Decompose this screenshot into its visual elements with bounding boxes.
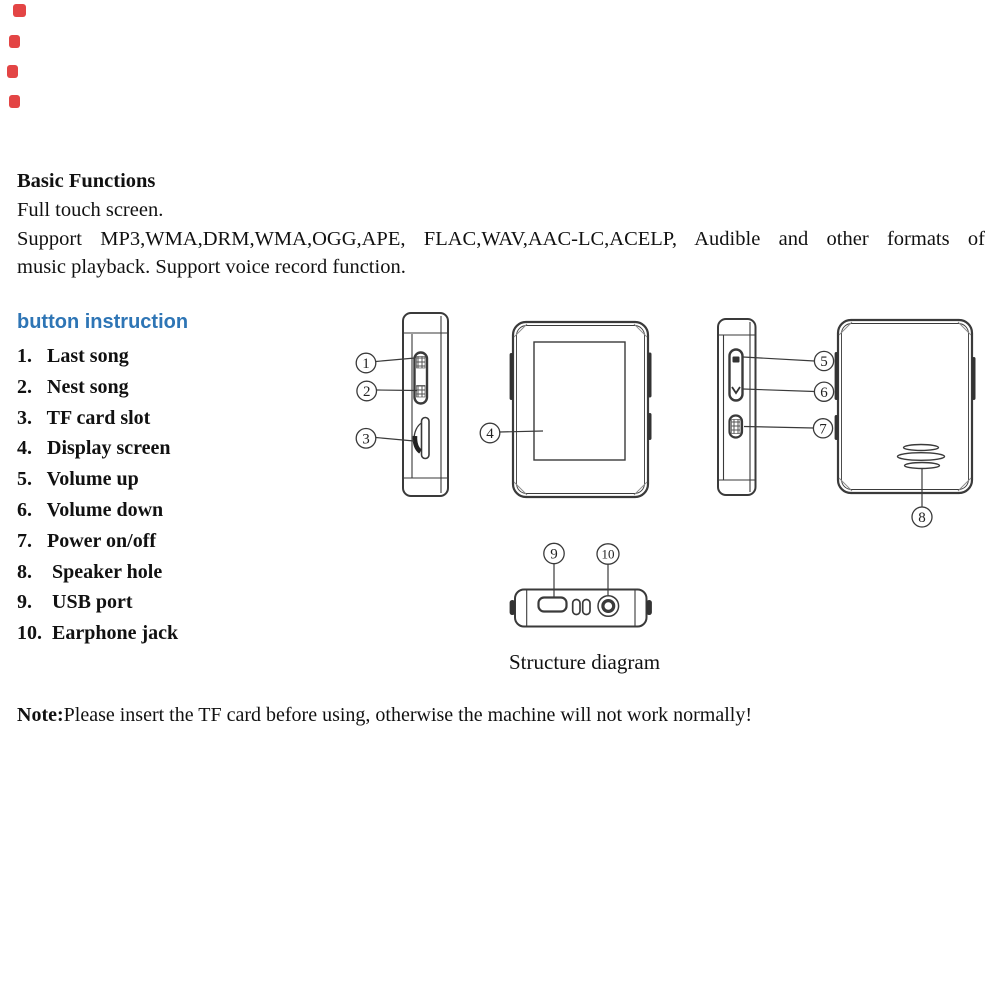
red-artifact-mark (7, 65, 18, 78)
callout-6: 6 (813, 381, 835, 402)
note-label: Note: (17, 704, 64, 726)
speaker-hole-icon (896, 443, 946, 470)
red-artifact-mark (9, 95, 20, 108)
note-text: Please insert the TF card before using, … (63, 704, 752, 726)
bottom-view (509, 588, 652, 628)
earphone-jack-icon (597, 594, 620, 618)
structure-diagram: 1 2 3 4 5 6 7 8 9 10 (355, 312, 976, 628)
red-artifact-mark (13, 4, 26, 17)
list-item-earphone-jack: 10. Earphone jack (17, 622, 179, 645)
svg-text:1: 1 (362, 356, 370, 372)
side-button-profile (509, 353, 514, 400)
supported-formats-line: Support MP3,WMA,DRM,WMA,OGG,APE, FLAC,WA… (17, 227, 985, 250)
svg-text:7: 7 (819, 422, 827, 438)
callout-9: 9 (543, 542, 565, 565)
callout-5: 5 (813, 350, 835, 372)
side-button-profile (972, 357, 976, 400)
side-button-profile (648, 352, 652, 398)
list-item-usb-port: 9. USB port (17, 591, 133, 614)
svg-text:4: 4 (486, 426, 494, 442)
callout-10: 10 (596, 543, 620, 565)
list-item-speaker-hole: 8. Speaker hole (17, 560, 163, 583)
svg-text:5: 5 (820, 354, 828, 370)
front-view (509, 320, 652, 499)
display-screen (533, 341, 626, 461)
side-button-profile (834, 415, 839, 440)
callout-1: 1 (355, 352, 377, 374)
full-touch-screen-line: Full touch screen. (17, 199, 164, 221)
side-view-left (402, 312, 449, 497)
svg-text:9: 9 (550, 547, 558, 563)
callout-7: 7 (812, 418, 834, 439)
side-button-profile (834, 352, 839, 400)
button-instruction-heading: button instruction (17, 311, 189, 333)
svg-text:3: 3 (362, 432, 370, 448)
callout-3: 3 (355, 427, 377, 449)
callout-8: 8 (911, 506, 933, 528)
svg-text:10: 10 (602, 547, 615, 562)
list-item-last-song: 1. Last song (17, 345, 129, 367)
last-song-button (416, 356, 426, 369)
side-view-right (717, 318, 757, 496)
list-item-tf-card-slot: 3. TF card slot (17, 406, 151, 429)
volume-up-mark (732, 356, 740, 363)
list-item-nest-song: 2. Nest song (17, 375, 129, 398)
music-playback-line: music playback. Support voice record fun… (17, 256, 406, 278)
callouts: 1 2 3 4 5 6 7 8 9 10 (355, 350, 933, 565)
note-line: Note:Please insert the TF card before us… (17, 704, 752, 727)
tf-card-slot-icon (412, 416, 430, 460)
callout-leader-lines (375, 356, 923, 597)
mic-hole-icon (571, 598, 581, 616)
list-item-volume-up: 5. Volume up (17, 468, 139, 491)
next-song-button (416, 385, 426, 398)
callout-4: 4 (479, 422, 501, 444)
list-item-power-on-off: 7. Power on/off (17, 529, 157, 552)
callout-2: 2 (356, 380, 378, 402)
svg-text:2: 2 (363, 384, 371, 400)
side-button-profile (648, 413, 652, 440)
back-view (834, 318, 976, 495)
svg-text:8: 8 (918, 510, 926, 526)
list-item-volume-down: 6. Volume down (17, 498, 164, 521)
svg-text:6: 6 (820, 385, 828, 401)
list-item-display-screen: 4. Display screen (17, 437, 171, 460)
basic-functions-heading: Basic Functions (17, 170, 156, 192)
red-artifact-mark (9, 35, 20, 48)
volume-down-mark (731, 386, 741, 395)
usb-port-icon (537, 596, 568, 613)
button-instruction-list: 1. Last song 2. Nest song 3. TF card slo… (17, 341, 178, 649)
structure-diagram-caption: Structure diagram (509, 650, 661, 674)
mic-hole-icon (581, 598, 591, 616)
